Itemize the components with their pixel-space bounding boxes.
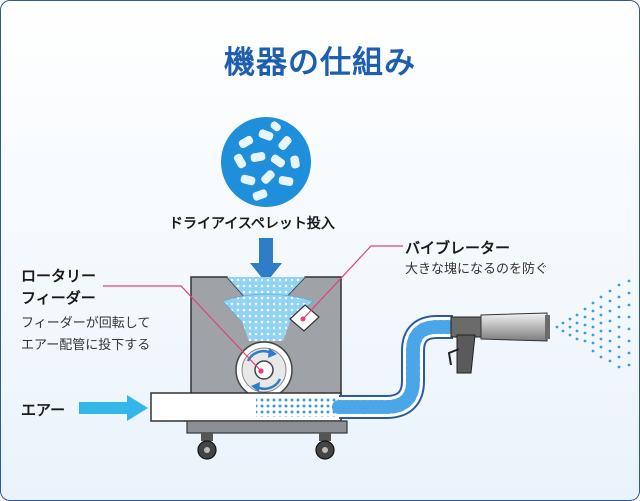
vibrator-description: 大きな塊になるのを防ぐ xyxy=(405,262,549,277)
blast-gun-icon xyxy=(447,312,550,374)
rotary-feeder-label-line2: フィーダー xyxy=(21,289,96,307)
rotary-feeder-label-line1: ロータリー xyxy=(21,267,97,285)
cart xyxy=(186,420,348,460)
air-label: エアー xyxy=(21,401,66,419)
dry-ice-pellets-icon xyxy=(221,117,311,207)
rotary-feeder-desc-line2: エアー配管に投下する xyxy=(21,338,151,353)
vibrator-label: バイブレーター xyxy=(405,239,511,257)
blast-hose xyxy=(332,315,460,419)
air-pipe xyxy=(150,392,342,422)
rotary-feeder-desc-line1: フィーダーが回転して xyxy=(21,316,151,331)
pellet-input-label: ドライアイスペレット投入 xyxy=(169,216,335,232)
diagram-title: 機器の仕組み xyxy=(224,45,416,81)
air-arrow xyxy=(79,395,148,421)
rotary-feeder-icon xyxy=(235,341,293,399)
spray-icon xyxy=(555,279,631,369)
input-arrow xyxy=(250,238,282,283)
leader-lines xyxy=(103,245,403,374)
